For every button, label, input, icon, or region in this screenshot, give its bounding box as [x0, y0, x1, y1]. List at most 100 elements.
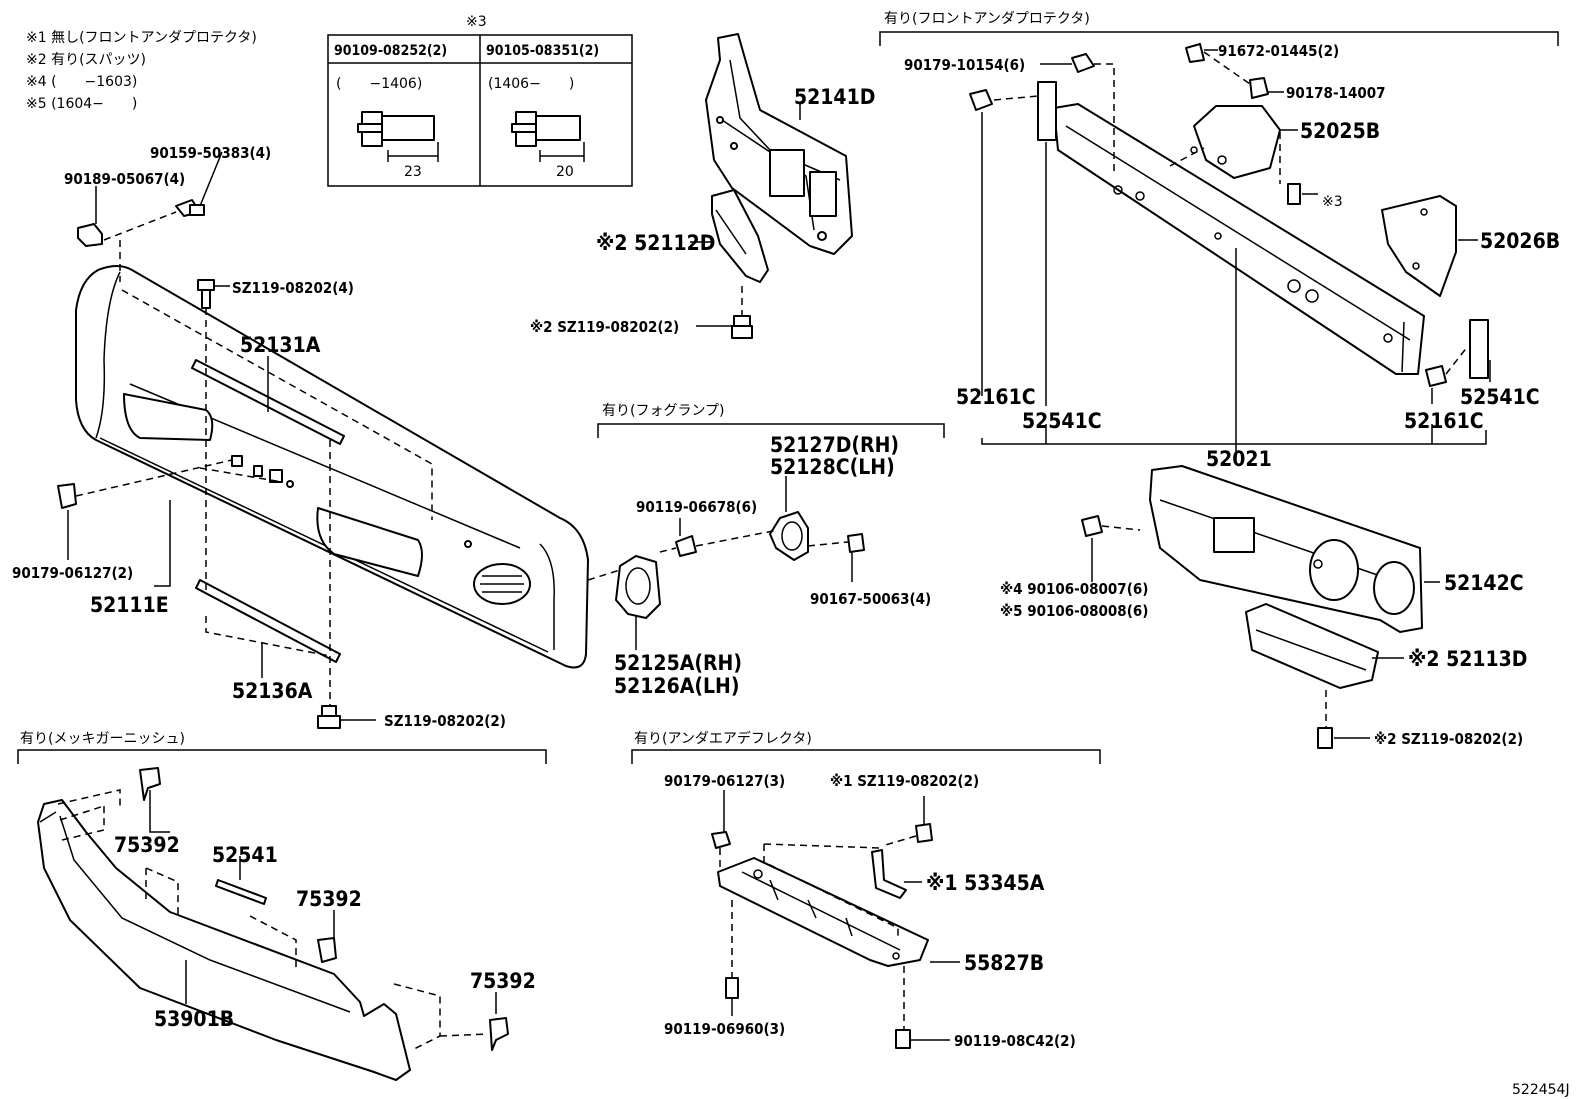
label-52161C-left: 52161C — [956, 385, 1036, 409]
label-90167-50063: 90167-50063(4) — [810, 590, 931, 608]
label-90179-06127-3: 90179-06127(3) — [664, 772, 785, 790]
note-4: ※4 ( −1603) — [26, 74, 137, 90]
label-75392-a: 75392 — [114, 833, 180, 857]
label-90178-14007: 90178-14007 — [1286, 84, 1386, 102]
bolt-short-icon — [511, 111, 585, 162]
label-52126A: 52126A(LH) — [614, 674, 739, 698]
label-sz119-08202-spats: ※2 SZ119-08202(2) — [530, 318, 679, 336]
nut-90189-icon — [77, 223, 103, 247]
label-52113D: ※2 52113D — [1408, 647, 1528, 671]
label-52026B: 52026B — [1480, 229, 1560, 253]
pad-52541C-left — [1037, 81, 1057, 141]
note-5: ※5 (1604− ) — [26, 96, 137, 112]
fog-bracket-52125A — [615, 555, 661, 619]
label-90119-08C42: 90119-08C42(2) — [954, 1032, 1076, 1050]
label-52136A: 52136A — [232, 679, 313, 703]
bolt-sz119-c-icon — [733, 315, 751, 327]
bolt-star3-icon — [1287, 183, 1301, 205]
label-75392-c: 75392 — [470, 969, 536, 993]
label-90179-10154: 90179-10154(6) — [904, 56, 1025, 74]
label-52161C-right: 52161C — [1404, 409, 1484, 433]
table-col2-dim: 20 — [556, 164, 574, 180]
label-52112D: ※2 52112D — [596, 231, 716, 255]
label-52128C: 52128C(LH) — [770, 455, 895, 479]
label-52127D: 52127D(RH) — [770, 433, 899, 457]
label-52142C: 52142C — [1444, 571, 1524, 595]
label-90179-06127-2: 90179-06127(2) — [12, 564, 133, 582]
label-sz119-08202-deflector: ※1 SZ119-08202(2) — [830, 772, 979, 790]
bumper-leaders — [67, 151, 376, 721]
table-title: ※3 — [466, 14, 487, 30]
bolt-90106-icon — [1081, 515, 1103, 537]
bumper-dash-lines — [75, 211, 621, 706]
section-fog-lamp: 有り(フォグランプ) — [597, 403, 945, 438]
diagram-code: 522454J — [1512, 1082, 1570, 1098]
label-star3: ※3 — [1322, 194, 1343, 210]
bracket-52142C — [1149, 465, 1423, 633]
spats-52112D — [711, 189, 769, 283]
protector-leaders — [981, 49, 1491, 458]
nut-90178-icon — [1249, 77, 1269, 99]
label-52541C-right: 52541C — [1460, 385, 1540, 409]
nut-90179-icon — [1071, 53, 1095, 73]
label-90189-05067: 90189-05067(4) — [64, 170, 185, 188]
label-55827B: 55827B — [964, 951, 1044, 975]
bolt-long-icon — [357, 111, 439, 162]
label-75392-b: 75392 — [296, 887, 362, 911]
fog-lamp-group — [615, 476, 865, 650]
deflector-fasteners — [711, 823, 933, 1049]
label-sz119-08202-2: SZ119-08202(2) — [384, 712, 506, 730]
section-title-fog-lamp: 有り(フォグランプ) — [602, 403, 725, 419]
pad-52541C-right — [1469, 319, 1489, 379]
bracket-52025B — [1190, 105, 1281, 179]
clip-52161C-right — [1425, 365, 1447, 387]
note-2: ※2 有り(スパッツ) — [26, 52, 146, 68]
clip-75392-a-icon — [139, 767, 161, 801]
table-col1-range: ( −1406) — [336, 76, 422, 92]
nut-90167-icon — [847, 533, 865, 553]
part-labels: 90159-50383(4) 90189-05067(4) SZ119-0820… — [12, 42, 1570, 1098]
bolt-90119c-icon — [895, 1029, 911, 1049]
clip-90179-icon — [57, 483, 77, 509]
label-52541: 52541 — [212, 843, 278, 867]
bracket-53345A — [871, 849, 907, 899]
strip-52541 — [215, 879, 267, 905]
section-title-front-under-protector: 有り(フロントアンダプロテクタ) — [884, 11, 1090, 27]
notes: ※1 無し(フロントアンダプロテクタ) ※2 有り(スパッツ) ※4 ( −16… — [26, 30, 257, 112]
label-sz119-08202-spats-r: ※2 SZ119-08202(2) — [1374, 730, 1523, 748]
label-90106-08007: ※4 90106-08007(6) — [1000, 580, 1148, 598]
section-plated-garnish: 有り(メッキガーニッシュ) — [17, 731, 547, 764]
clip-75392-c-icon — [489, 1017, 509, 1051]
label-52131A: 52131A — [240, 333, 321, 357]
table-col2-header: 90105-08351(2) — [486, 43, 599, 59]
label-90159-50383: 90159-50383(4) — [150, 144, 271, 162]
bolt-91672-icon — [1185, 43, 1205, 63]
bolt-90119b-icon — [725, 977, 739, 999]
garnish-clips — [139, 767, 509, 1051]
label-52111E: 52111E — [90, 593, 169, 617]
section-under-air-deflector: 有り(アンダエアデフレクタ) — [631, 730, 1101, 764]
label-90119-06960: 90119-06960(3) — [664, 1020, 785, 1038]
label-52541C-left: 52541C — [1022, 409, 1102, 433]
protector-dash-lines — [993, 51, 1469, 375]
bracket-52026B — [1381, 195, 1457, 297]
section-title-under-air-deflector: 有り(アンダエアデフレクタ) — [634, 730, 812, 747]
garnish-53901B — [37, 799, 411, 1081]
beam-52021 — [1053, 103, 1425, 375]
bolt-90119-icon — [675, 535, 697, 557]
table-col1-header: 90109-08252(2) — [334, 43, 447, 59]
strip-52136A — [195, 579, 341, 663]
bolt-sz119-e-icon — [915, 823, 933, 843]
bumper-fasteners — [57, 199, 341, 729]
label-53345A: ※1 53345A — [926, 871, 1045, 895]
bolt-table: ※3 90109-08252(2) 90105-08351(2) ( −1406… — [327, 14, 633, 187]
bolt-sz119-d-icon — [1317, 727, 1333, 749]
fog-lamp-opening-icon — [473, 563, 531, 605]
label-52141D: 52141D — [794, 85, 875, 109]
table-col2-range: (1406− ) — [488, 76, 574, 92]
garnish-dash-lines — [57, 789, 489, 1051]
spats-52113D — [1245, 603, 1379, 689]
note-1: ※1 無し(フロントアンダプロテクタ) — [26, 30, 257, 46]
label-52125A: 52125A(RH) — [614, 651, 742, 675]
